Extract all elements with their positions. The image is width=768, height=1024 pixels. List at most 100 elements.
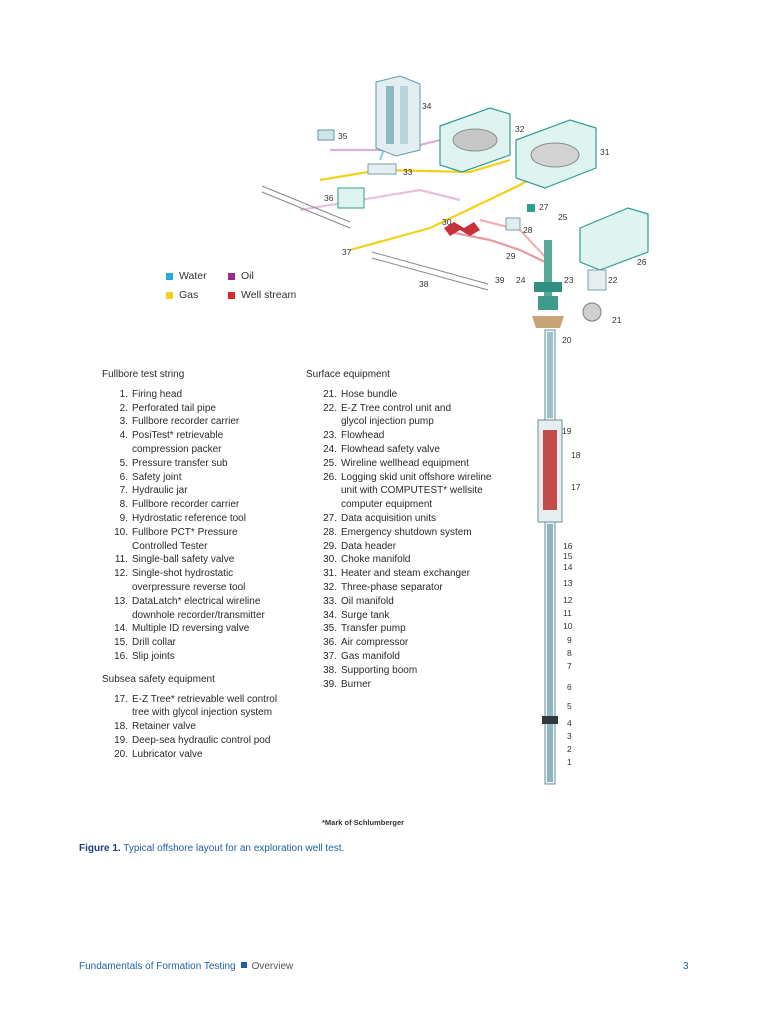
item-number: 8. [119, 499, 128, 511]
item-number: 7. [119, 485, 128, 497]
item-number: 36. [323, 637, 337, 649]
item-number: 10. [114, 526, 128, 538]
list-item: 34.Surge tank [306, 609, 506, 623]
callout-28: 28 [523, 225, 533, 235]
callout-17: 17 [571, 482, 581, 492]
gas-line [349, 169, 546, 252]
list-item: 5.Pressure transfer sub [102, 457, 302, 471]
control-unit-icon [587, 269, 607, 291]
item-number: 28. [323, 526, 337, 538]
legend-row-2: Gas Well stream [166, 289, 296, 301]
figure-caption: Figure 1. Typical offshore layout for an… [79, 843, 344, 854]
list-item: 23.Flowhead [306, 429, 506, 443]
hose-reel-icon [582, 302, 602, 322]
water-swatch [166, 272, 173, 280]
trademark-footnote: *Mark of Schlumberger [322, 818, 405, 827]
oil-line-2 [299, 188, 461, 212]
subsea-list: 17. E-Z Tree* retrievable well control tr… [102, 693, 302, 762]
callout-21: 21 [612, 315, 622, 325]
list-item: 11. Single-ball safety valve [102, 553, 302, 567]
callout-31: 31 [600, 147, 610, 157]
legend-item-oil: Oil [228, 270, 254, 282]
heater-steam-exchanger-icon [515, 119, 597, 189]
list-item: 10.Fullbore PCT* Pressure Controlled Tes… [102, 526, 302, 554]
item-text: Drill collar [132, 637, 176, 649]
item-text: Hose bundle [341, 388, 398, 400]
item-number: 9. [119, 512, 128, 524]
item-number: 15. [114, 637, 128, 649]
figure-caption-text: Typical offshore layout for an explorati… [120, 843, 345, 854]
air-compressor-icon [337, 187, 365, 209]
callout-13: 13 [563, 578, 573, 588]
item-number: 20. [114, 748, 128, 760]
legend-label: Gas [179, 289, 199, 301]
well-test-layout-illustration [261, 75, 649, 785]
emergency-shutdown-icon [505, 217, 521, 231]
callout-25: 25 [558, 212, 568, 222]
callout-8: 8 [567, 648, 572, 658]
item-text: Fullbore recorder carrier [132, 499, 240, 511]
callout-23: 23 [564, 275, 574, 285]
item-text: Burner [341, 678, 372, 690]
callout-4: 4 [567, 718, 572, 728]
list-item: 26.Logging skid unit offshore wireline u… [306, 471, 506, 512]
callout-5: 5 [567, 701, 572, 711]
item-number: 18. [114, 721, 128, 733]
item-text: Single-ball safety valve [132, 554, 235, 566]
item-text: Three-phase separator [341, 581, 443, 593]
item-number: 14. [114, 623, 128, 635]
list-item: 38.Supporting boom [306, 664, 506, 678]
callout-6: 6 [567, 682, 572, 692]
item-text: E-Z Tree* retrievable well control tree … [132, 693, 278, 719]
callout-9: 9 [567, 635, 572, 645]
callout-37: 37 [342, 247, 352, 257]
item-text: Firing head [132, 388, 183, 400]
item-number: 34. [323, 609, 337, 621]
callout-35: 35 [338, 131, 348, 141]
callout-7: 7 [567, 661, 572, 671]
footer-section: Overview [251, 961, 294, 972]
item-number: 16. [114, 650, 128, 662]
item-text: Air compressor [341, 637, 409, 649]
list-item: 29. Data header [306, 540, 506, 554]
gas-swatch [166, 291, 173, 299]
item-text: PosiTest* retrievable compression packer [132, 430, 224, 455]
callout-12: 12 [563, 595, 573, 605]
test-string [537, 329, 563, 785]
item-text: Single-shot hydrostatic overpressure rev… [132, 568, 246, 593]
item-text: Flowhead [341, 430, 385, 442]
item-number: 30. [323, 554, 337, 566]
list-item: 37.Gas manifold [306, 650, 506, 664]
list-item: 28.Emergency shutdown system [306, 526, 506, 540]
item-number: 1. [119, 388, 128, 400]
callout-20: 20 [562, 335, 572, 345]
callout-16: 16 [563, 541, 573, 551]
item-text: Data header [341, 540, 397, 552]
callout-38: 38 [419, 279, 429, 289]
item-number: 17. [114, 693, 128, 705]
callout-14: 14 [563, 562, 573, 572]
flow-legend: Water Oil Gas Well stream [166, 270, 296, 308]
item-number: 2. [119, 402, 128, 414]
legend-label: Oil [241, 270, 254, 282]
well-stream-swatch [228, 291, 235, 299]
wellstream-line [449, 230, 546, 263]
choke-manifold-icon [444, 222, 480, 236]
item-text: Choke manifold [341, 554, 411, 566]
item-number: 11. [114, 554, 128, 566]
item-number: 6. [119, 471, 128, 483]
list-item: 36. Air compressor [306, 636, 506, 650]
figure-label: Figure 1. [79, 843, 121, 854]
item-number: 29. [323, 540, 337, 552]
item-text: Slip joints [132, 650, 175, 662]
data-acquisition-icon [527, 204, 535, 212]
callout-26: 26 [637, 257, 647, 267]
callout-30: 30 [442, 217, 452, 227]
item-text: Pressure transfer sub [132, 457, 228, 469]
page-number: 3 [683, 961, 689, 972]
item-number: 32. [323, 581, 337, 593]
list-item: 18.Retainer valve [102, 720, 302, 734]
item-text: Perforated tail pipe [132, 402, 216, 414]
legend-label: Water [179, 270, 207, 282]
